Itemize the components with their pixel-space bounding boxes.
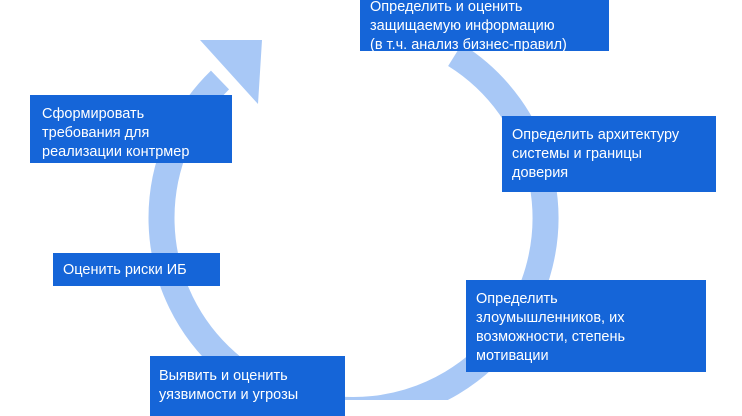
- step-define-architecture: Определить архитектуру системы и границы…: [502, 116, 716, 192]
- step-form-requirements: Сформировать требования для реализации к…: [30, 95, 232, 163]
- cycle-arrowhead-icon: [200, 40, 262, 104]
- step-define-protected-info: Определить и оценить защищаемую информац…: [360, 0, 609, 51]
- step-define-attackers: Определить злоумышленников, их возможнос…: [466, 280, 706, 372]
- step-assess-risks: Оценить риски ИБ: [53, 253, 220, 286]
- step-identify-vulnerabilities: Выявить и оценить уязвимости и угрозы: [150, 356, 345, 416]
